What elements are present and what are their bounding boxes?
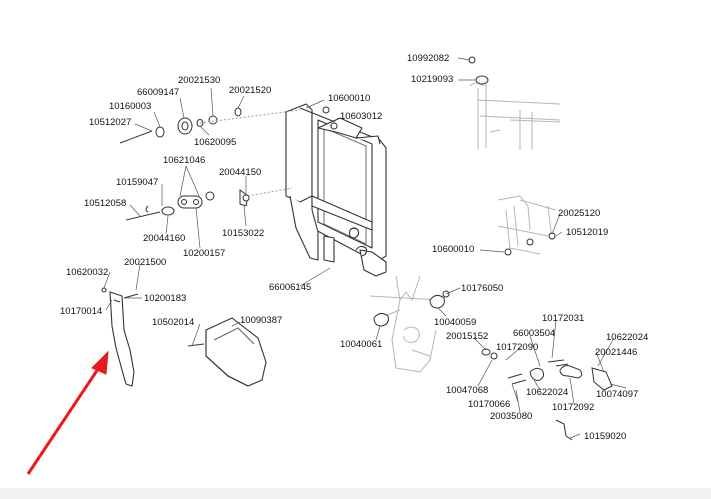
part-label: 20015152 <box>446 331 489 342</box>
part-label: 10622024 <box>606 332 649 343</box>
part-label: 20044150 <box>219 167 262 178</box>
part-label: 10200183 <box>144 293 187 304</box>
part-label: 10159047 <box>116 177 159 188</box>
part-label: 20021520 <box>229 85 272 96</box>
red-arrow-annotation <box>26 350 109 475</box>
part-label: 10603012 <box>340 111 383 122</box>
background-frame-lower-middle <box>369 275 441 373</box>
part-label: 10512027 <box>89 117 132 128</box>
part-label: 20044160 <box>143 233 186 244</box>
small-screws <box>242 56 556 298</box>
part-label: 10153022 <box>222 228 265 239</box>
shaft-assembly-parts <box>119 107 301 144</box>
part-label: 10170066 <box>468 399 511 410</box>
bushing-parts-mid-left <box>125 187 293 221</box>
main-frame-assembly <box>285 103 387 277</box>
part-label: 10172090 <box>496 342 539 353</box>
part-label: 10040059 <box>434 317 477 328</box>
part-label: 10040061 <box>340 339 383 350</box>
leader-lines <box>103 57 627 439</box>
part-label: 66009147 <box>137 87 180 98</box>
part-label: 10219093 <box>411 74 454 85</box>
part-label: 10047068 <box>446 385 489 396</box>
part-label: 10620095 <box>194 137 237 148</box>
part-label: 10620032 <box>66 267 109 278</box>
part-label: 10090387 <box>240 315 283 326</box>
part-label: 20021530 <box>178 75 221 86</box>
part-label: 10512019 <box>566 227 609 238</box>
part-label: 10512058 <box>84 198 127 209</box>
part-label: 10172031 <box>542 313 585 324</box>
part-label: 20025120 <box>558 208 601 219</box>
background-frame-top-right <box>469 82 561 150</box>
part-label: 10176050 <box>461 283 504 294</box>
part-label: 10074097 <box>596 389 639 400</box>
part-label: 10160003 <box>109 101 152 112</box>
knob-parts <box>373 294 613 441</box>
part-label: 10600010 <box>328 93 371 104</box>
cover-part <box>187 317 267 387</box>
part-label: 66006145 <box>269 282 312 293</box>
part-label: 10502014 <box>152 317 195 328</box>
bottom-strip <box>0 488 711 499</box>
part-label: 10200157 <box>183 248 226 259</box>
part-label: 10992082 <box>407 53 450 64</box>
part-label: 10172092 <box>552 402 595 413</box>
part-label: 20021446 <box>595 347 638 358</box>
lever-part <box>101 287 139 387</box>
part-label: 10600010 <box>432 244 475 255</box>
part-label: 20021500 <box>124 257 167 268</box>
part-label: 10170014 <box>60 306 103 317</box>
part-label: 10621046 <box>163 155 206 166</box>
background-frame-right-middle <box>497 195 557 255</box>
part-label: 66003504 <box>513 328 556 339</box>
part-label: 10159020 <box>584 431 627 442</box>
part-label: 20035080 <box>490 411 533 422</box>
part-label: 10622024 <box>526 387 569 398</box>
